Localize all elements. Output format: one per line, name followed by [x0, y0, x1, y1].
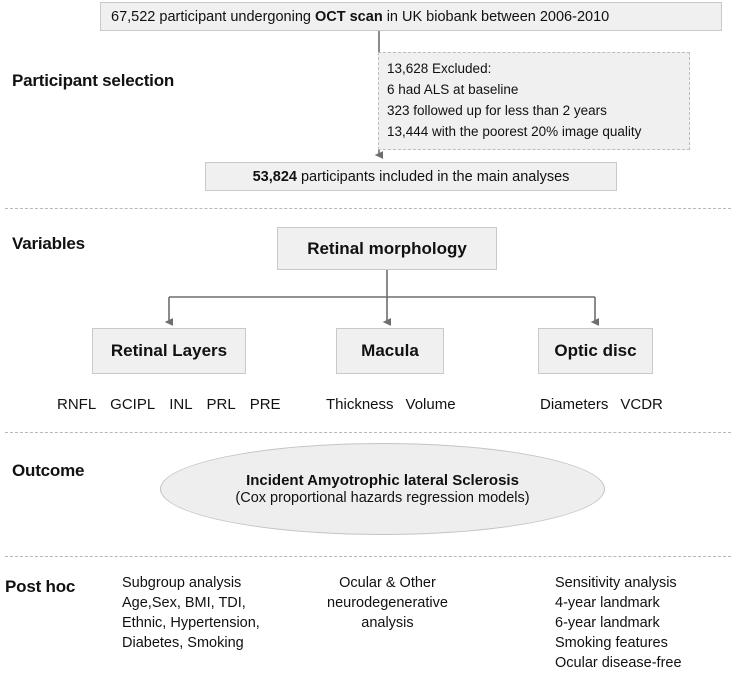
excluded-line-3: 323 followed up for less than 2 years — [387, 103, 607, 118]
post-hoc-column-ocular-neurodegenerative: Ocular & Other neurodegenerative analysi… — [327, 573, 448, 633]
post-hoc-1-line-2: Age,Sex, BMI, TDI, — [122, 595, 246, 611]
cohort-count: 67,522 — [111, 8, 156, 25]
sublabel-diameters: Diameters — [540, 396, 609, 413]
included-text: participants included in the main analys… — [296, 168, 570, 185]
section-label-variables: Variables — [12, 234, 85, 253]
excluded-box: 13,628 Excluded: 6 had ALS at baseline 3… — [378, 52, 690, 150]
optic-disc-label: Optic disc — [554, 341, 637, 360]
post-hoc-1-line-1: Subgroup analysis — [122, 575, 242, 591]
outcome-title: Incident Amyotrophic lateral Sclerosis — [246, 472, 519, 489]
section-divider-1 — [5, 208, 731, 209]
retinal-layers-label: Retinal Layers — [110, 341, 228, 360]
section-label-participant-selection: Participant selection — [12, 71, 175, 90]
sublabel-rnfl: RNFL — [57, 396, 97, 413]
excluded-line-4: 13,444 with the poorest 20% image qualit… — [387, 124, 642, 139]
retinal-morphology-label: Retinal morphology — [307, 238, 467, 258]
section-label-outcome: Outcome — [12, 461, 85, 480]
included-count: 53,824 — [252, 168, 297, 185]
retinal-layers-box: Retinal Layers — [92, 328, 246, 374]
post-hoc-3-line-3: 6-year landmark — [555, 615, 660, 631]
outcome-subtitle: (Cox proportional hazards regression mod… — [235, 490, 530, 506]
section-divider-2 — [5, 432, 731, 433]
post-hoc-1-line-3: Ethnic, Hypertension, — [122, 615, 260, 631]
outcome-ellipse: Incident Amyotrophic lateral Sclerosis (… — [160, 443, 605, 535]
section-divider-3 — [5, 556, 731, 557]
macula-label: Macula — [361, 341, 419, 360]
retinal-layers-sublabels: RNFL GCIPL INL PRL PRE — [57, 396, 281, 413]
macula-box: Macula — [336, 328, 444, 374]
included-box: 53,824 participants included in the main… — [205, 162, 617, 191]
post-hoc-1-line-4: Diabetes, Smoking — [122, 635, 244, 651]
sublabel-inl: INL — [169, 396, 193, 413]
cohort-text-after: in UK biobank between 2006-2010 — [382, 8, 610, 25]
sublabel-gcipl: GCIPL — [110, 396, 156, 413]
cohort-box: 67,522 participant undergoning OCT scan … — [100, 2, 722, 31]
excluded-line-2: 6 had ALS at baseline — [387, 82, 519, 97]
post-hoc-3-line-1: Sensitivity analysis — [555, 575, 677, 591]
macula-sublabels: Thickness Volume — [326, 396, 456, 413]
excluded-line-1: 13,628 Excluded: — [387, 61, 492, 76]
retinal-morphology-box: Retinal morphology — [277, 227, 497, 270]
post-hoc-3-line-2: 4-year landmark — [555, 595, 660, 611]
section-label-post-hoc: Post hoc — [5, 577, 76, 596]
sublabel-volume: Volume — [405, 396, 456, 413]
cohort-text-before: participant undergoning — [155, 8, 315, 25]
sublabel-pre: PRE — [249, 396, 281, 413]
post-hoc-column-subgroup: Subgroup analysis Age,Sex, BMI, TDI, Eth… — [122, 573, 260, 653]
sublabel-prl: PRL — [206, 396, 236, 413]
sublabel-vcdr: VCDR — [620, 396, 663, 413]
post-hoc-2-line-3: analysis — [361, 615, 414, 631]
cohort-bold-term: OCT scan — [314, 8, 383, 25]
post-hoc-2-line-2: neurodegenerative — [327, 595, 448, 611]
post-hoc-column-sensitivity: Sensitivity analysis 4-year landmark 6-y… — [555, 573, 682, 673]
post-hoc-3-line-4: Smoking features — [555, 635, 668, 651]
post-hoc-2-line-1: Ocular & Other — [339, 575, 436, 591]
optic-disc-box: Optic disc — [538, 328, 653, 374]
optic-disc-sublabels: Diameters VCDR — [540, 396, 663, 413]
post-hoc-3-line-5: Ocular disease-free — [555, 655, 682, 671]
sublabel-thickness: Thickness — [326, 396, 394, 413]
